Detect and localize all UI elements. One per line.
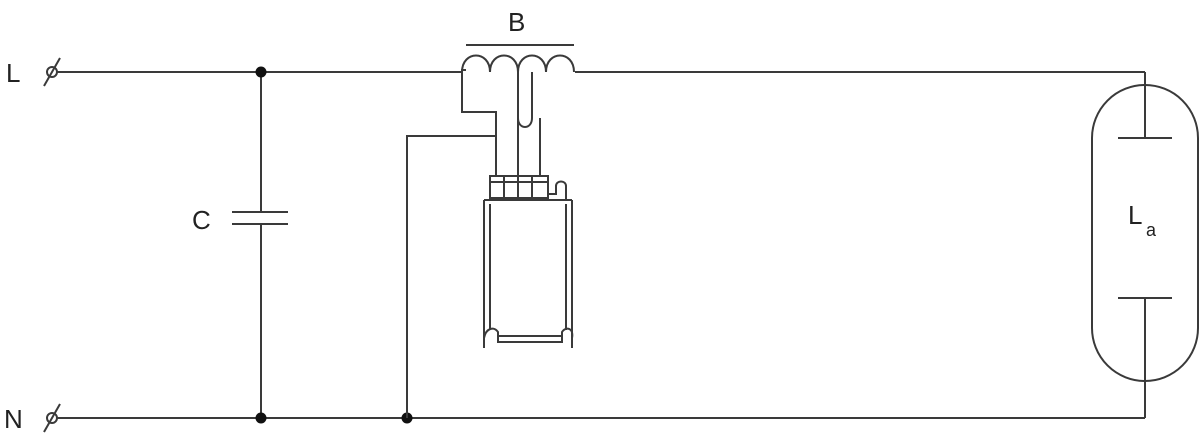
ballast-tap-left (461, 69, 497, 176)
line-label: L (6, 58, 20, 88)
junction-dot-capacitor-top (255, 66, 267, 78)
ignitor-return-wire (406, 135, 496, 418)
ignitor-side-hook (548, 180, 567, 200)
neutral-label: N (4, 404, 23, 434)
line-terminal: L (6, 57, 61, 88)
capacitor-label: C (192, 205, 211, 235)
lamp: L a (1091, 84, 1199, 382)
ignitor-body-feet (483, 327, 574, 348)
ballast-label: B (508, 7, 525, 37)
ballast-tap-loop (517, 72, 533, 128)
capacitor: C (192, 72, 288, 418)
neutral-terminal-slash (43, 403, 61, 433)
line-terminal-slash (43, 57, 61, 87)
junction-dot-capacitor-bottom (255, 412, 267, 424)
lamp-label: L (1128, 200, 1142, 230)
lamp-envelope (1091, 84, 1199, 382)
neutral-terminal: N (4, 403, 61, 434)
ballast-coil (461, 54, 575, 73)
ballast: B (461, 7, 575, 176)
ignitor-device (483, 175, 574, 348)
lamp-label-subscript: a (1146, 220, 1157, 240)
